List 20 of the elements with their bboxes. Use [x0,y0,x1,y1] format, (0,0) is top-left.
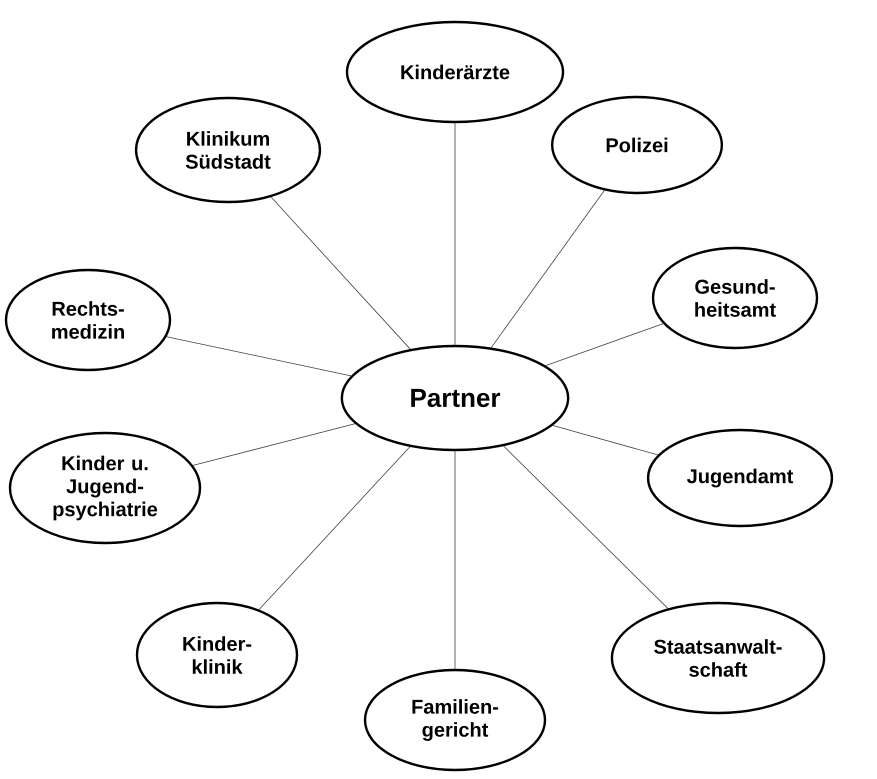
connector-line [490,190,605,348]
ellipse-node: Polizei [550,96,724,194]
ellipse-node: Klinikum Südstadt [134,96,322,204]
connector-line [258,446,410,610]
connector-line [545,323,664,366]
connector-line [454,122,456,346]
connector-line [503,446,668,609]
ellipse-node: Rechts- medizin [4,268,172,372]
ellipse-node: Familien- gericht [364,668,546,772]
ellipse-node: Kinder- klinik [136,602,298,708]
ellipse-node: Jugendamt [646,428,834,528]
connector-line [192,423,356,466]
ellipse-node: Staatsanwalt- schaft [610,602,826,714]
connector-line [270,196,411,350]
ellipse-node: Gesund- heitsamt [652,246,818,350]
ellipse-node: Kinder u. Jugend- psychiatrie [8,432,202,544]
connector-line [166,336,352,376]
connector-line [552,425,658,456]
connector-line [454,450,456,670]
ellipse-node: Kinderärzte [346,20,564,124]
